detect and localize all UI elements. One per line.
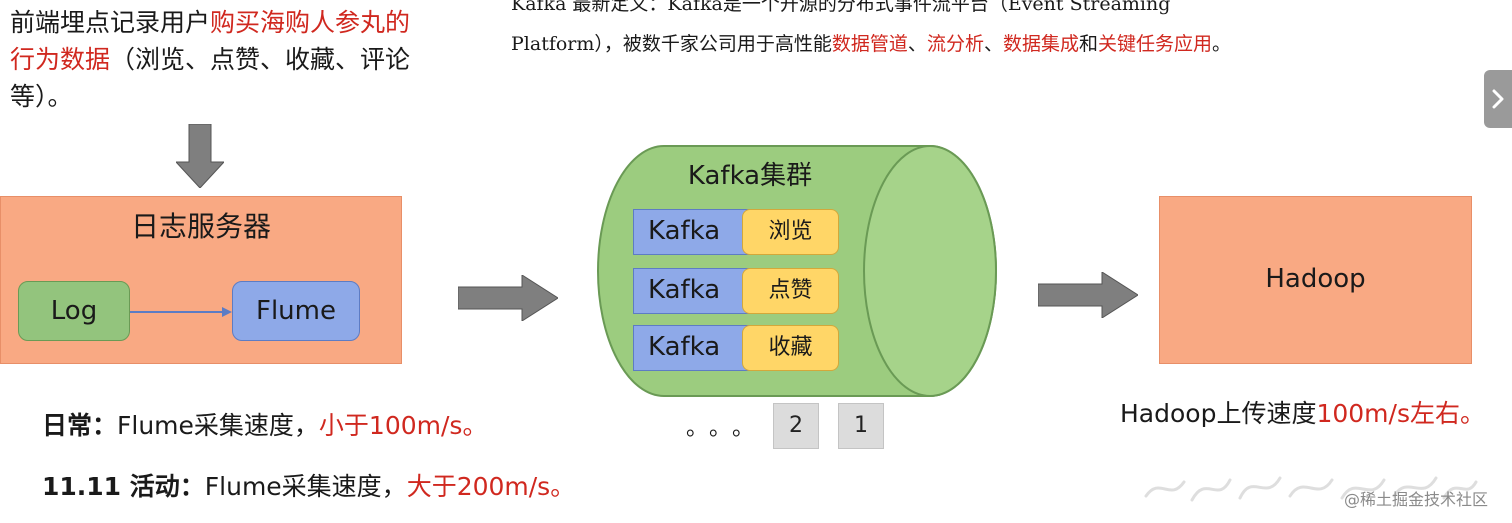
log-node: Log (18, 281, 130, 341)
hadoop-speed-text: Hadoop上传速度 (1120, 399, 1317, 428)
chevron-right-icon (1492, 89, 1504, 109)
topic-tag-favorite: 收藏 (742, 325, 839, 371)
hadoop-speed-value: 100m/s左右。 (1316, 399, 1485, 428)
definition-highlight-pipeline: 数据管道 (831, 33, 908, 55)
handwritten-watermark (1144, 476, 1478, 502)
definition-end: 。 (1212, 33, 1232, 55)
block-arrow-icon (458, 275, 558, 321)
definition-sep: 和 (1078, 33, 1098, 55)
flume-label: Flume (256, 296, 336, 326)
intro-paragraph: 前端埋点记录用户购买海购人参丸的行为数据（浏览、点赞、收藏、评论等）。 (10, 4, 420, 115)
log-to-flume-arrow-icon (130, 307, 232, 317)
topic-tag-like: 点赞 (742, 268, 839, 314)
intro-text-2: （浏览、点赞、收藏、评论等）。 (10, 45, 411, 111)
block-arrow-icon (1038, 272, 1138, 318)
pagination-ellipsis: 。。。 (686, 416, 767, 441)
definition-line-2: Platform），被数千家公司用于高性能数据管道、流分析、数据集成和关键任务应… (511, 24, 1501, 64)
site-watermark: @稀土掘金技术社区 (1344, 490, 1489, 509)
log-label: Log (50, 296, 98, 326)
definition-sep: 、 (983, 33, 1003, 55)
intro-highlight: 购买海购人参丸的行为数据 (10, 8, 411, 74)
event-speed: 11.11 活动：Flume采集速度，大于200m/s。 (42, 467, 575, 503)
event-text: Flume采集速度， (204, 472, 407, 501)
page-1-button[interactable]: 1 (838, 403, 884, 449)
hadoop-title: Hadoop (1265, 264, 1366, 294)
next-slide-button[interactable] (1484, 70, 1512, 128)
page-2-button[interactable]: 2 (773, 403, 819, 449)
definition-sep: 、 (907, 33, 927, 55)
daily-value: 小于100m/s。 (318, 411, 488, 440)
intro-text-1: 前端埋点记录用户 (10, 8, 211, 37)
definition-highlight-mission: 关键任务应用 (1098, 33, 1213, 55)
definition-text: Platform），被数千家公司用于高性能 (511, 33, 832, 55)
definition-line-1: Kafka 最新定义：Kafka是一个开源的分布式事件流平台（Event Str… (511, 0, 1171, 15)
daily-text: Flume采集速度， (117, 411, 319, 440)
topic-tag-browse: 浏览 (742, 209, 839, 255)
kafka-definition: Kafka 最新定义：Kafka是一个开源的分布式事件流平台（Event Str… (511, 0, 1501, 64)
log-server-title: 日志服务器 (130, 210, 271, 243)
down-arrow-icon (176, 124, 224, 188)
kafka-cluster-title: Kafka集群 (687, 161, 813, 191)
event-label: 11.11 活动： (42, 472, 205, 501)
daily-speed: 日常：Flume采集速度，小于100m/s。 (42, 406, 487, 442)
hadoop-box (1159, 196, 1472, 364)
definition-highlight-stream: 流分析 (926, 33, 984, 55)
hadoop-speed: Hadoop上传速度100m/s左右。 (1120, 394, 1485, 430)
definition-highlight-integration: 数据集成 (1002, 33, 1079, 55)
flume-node: Flume (232, 281, 360, 341)
event-value: 大于200m/s。 (406, 472, 576, 501)
daily-label: 日常： (42, 411, 118, 440)
